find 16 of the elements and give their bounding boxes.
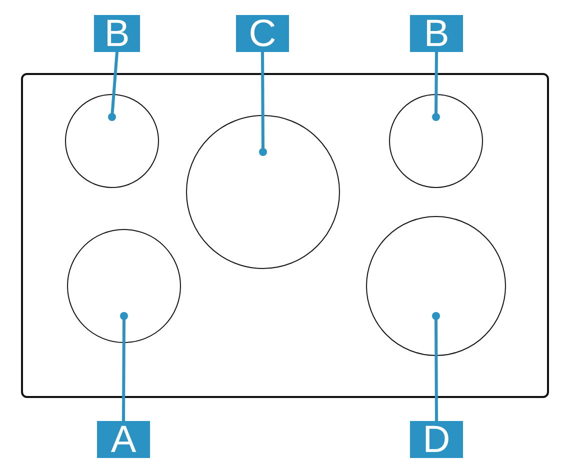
callout-letter: C [236, 15, 289, 52]
leader-line [259, 52, 267, 156]
leader-line [432, 52, 440, 121]
burner-circle [65, 94, 159, 188]
leader-line [108, 52, 118, 121]
cooktop-outline [21, 73, 549, 398]
callout-letter: B [410, 15, 463, 52]
burner-circle [366, 216, 506, 356]
burner-circle [389, 94, 483, 188]
burner-circle [67, 229, 181, 343]
callout-letter: A [97, 421, 150, 458]
callout-letter: B [94, 15, 140, 52]
burner-circle [186, 115, 340, 269]
leader-line [120, 312, 128, 421]
leader-line [432, 312, 440, 421]
callout-letter: D [410, 421, 463, 458]
